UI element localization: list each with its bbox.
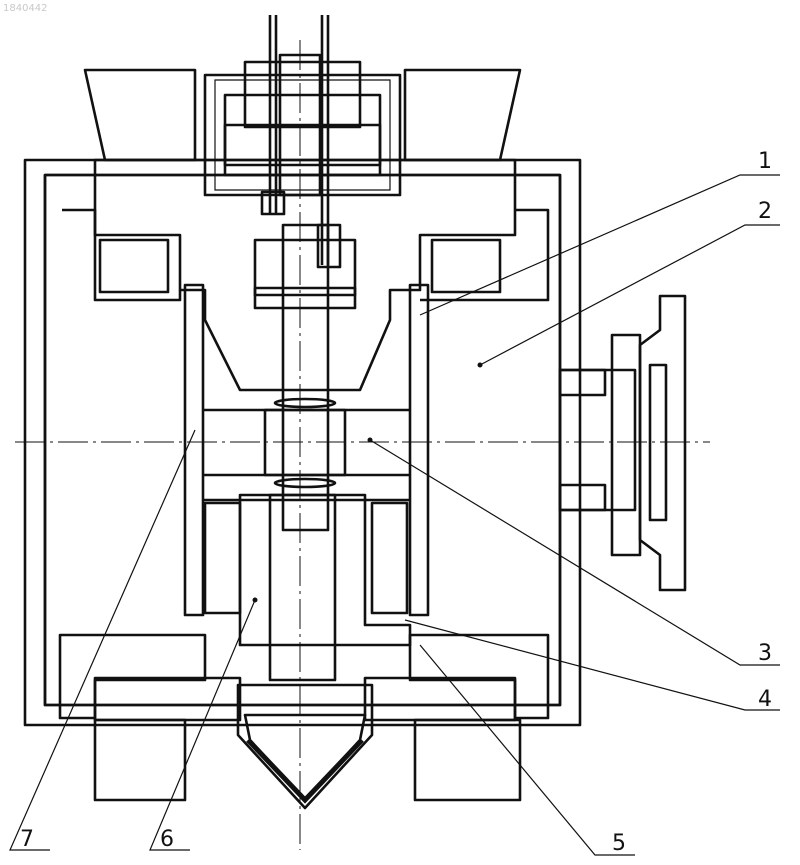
crucible-cone xyxy=(238,685,372,808)
callout-7: 7 xyxy=(20,827,34,852)
chamber-liner xyxy=(185,285,428,615)
callout-2: 2 xyxy=(758,199,772,224)
callout-4: 4 xyxy=(758,687,772,712)
callout-3: 3 xyxy=(758,641,772,666)
callout-1: 1 xyxy=(758,149,772,174)
bottom-flange xyxy=(60,635,548,720)
drawing-watermark: 1840442 xyxy=(3,3,48,14)
top-electrode-assembly xyxy=(205,55,400,195)
callout-6: 6 xyxy=(160,827,174,852)
lower-seal-rings xyxy=(205,503,407,613)
upper-mount-block xyxy=(85,70,520,160)
lower-mount-block xyxy=(95,720,520,800)
lower-electrode-holder xyxy=(240,495,410,680)
central-spindle xyxy=(255,225,355,530)
callout-5: 5 xyxy=(612,831,626,856)
leader-lines xyxy=(10,175,780,855)
